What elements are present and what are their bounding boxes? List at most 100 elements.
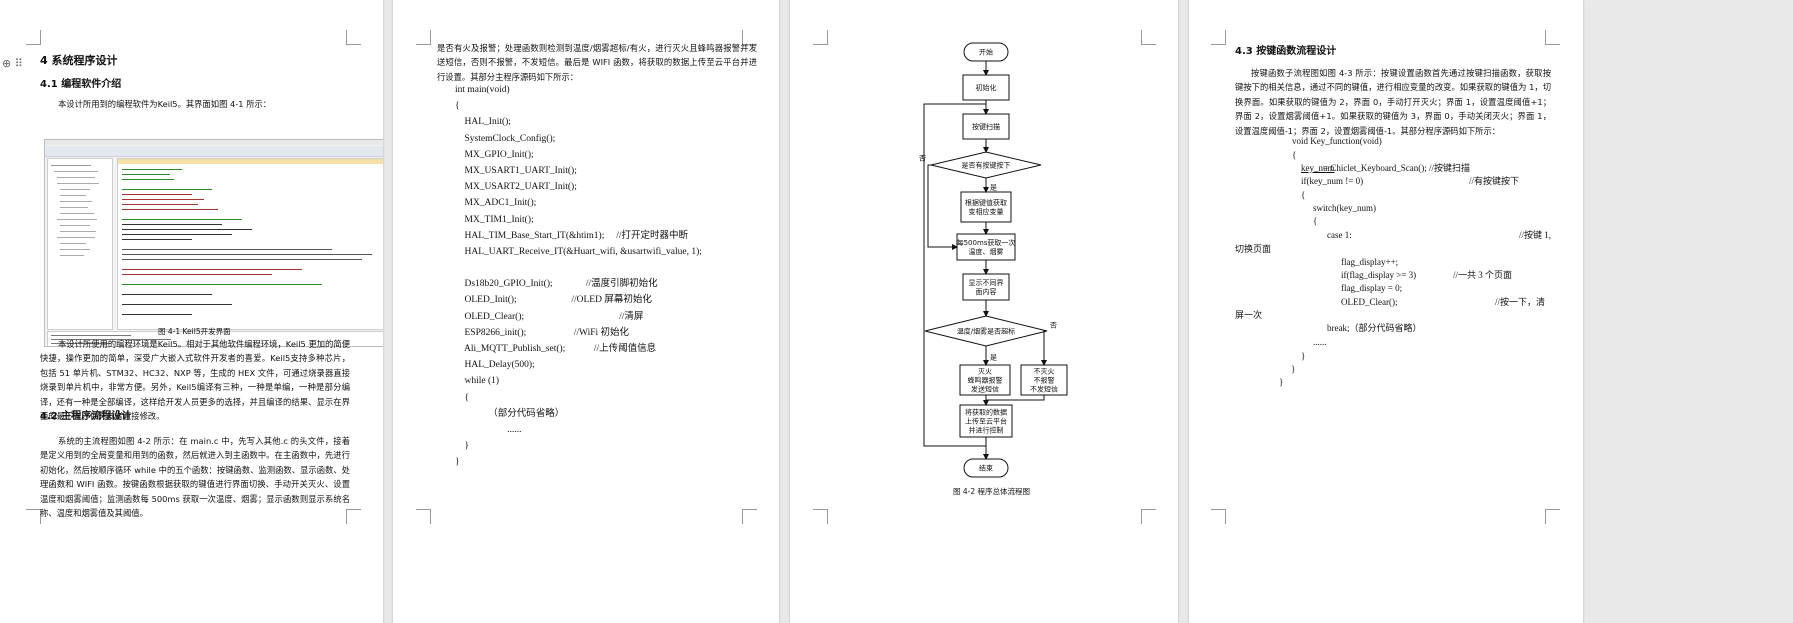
code-line: MX_USART1_UART_Init(); bbox=[455, 165, 577, 176]
margin-mark bbox=[416, 509, 431, 524]
paragraph: 是否有火及报警；处理函数则检测到温度/烟雾超标/有火，进行灭火且蜂鸣器报警并发送… bbox=[437, 43, 757, 82]
flow-no-label: 否 bbox=[919, 155, 926, 163]
alarm-box bbox=[959, 364, 1011, 396]
code-line: HAL_Init(); bbox=[455, 117, 511, 128]
margin-mark bbox=[1545, 509, 1560, 524]
flow-init-label: 初始化 bbox=[976, 83, 997, 92]
display-box bbox=[962, 273, 1010, 301]
flow-upload-label: 将获取的数据 bbox=[965, 408, 1007, 417]
margin-mark bbox=[26, 30, 41, 45]
code-line: break;（部分代码省略） bbox=[1327, 323, 1422, 333]
code-line: { bbox=[455, 101, 460, 112]
code-line: MX_USART2_UART_Init(); bbox=[455, 182, 577, 193]
code-comment: //一共 3 个页面 bbox=[1453, 270, 1513, 280]
code-line: { bbox=[455, 392, 470, 403]
code-line: Ali_MQTT_Publish_set(); //上传阈值信息 bbox=[455, 344, 657, 354]
code-line: if(flag_display >= 3) bbox=[1341, 270, 1417, 280]
flow-normal-label: 不灭火 bbox=[1034, 368, 1055, 376]
code-comment: 屏一次 bbox=[1235, 310, 1263, 320]
code-line: HAL_UART_Receive_IT(&Huart_wifi, &usartw… bbox=[455, 246, 702, 257]
section-heading-4-2: 4.2 主程序流程设计 bbox=[40, 411, 132, 422]
flow-sample-label: 每500ms获取一次 bbox=[957, 238, 1016, 247]
flow-scan-label: 按键扫描 bbox=[972, 122, 1000, 131]
margin-mark bbox=[1141, 30, 1156, 45]
code-line: HAL_TIM_Base_Start_IT(&htim1); //打开定时器中断 bbox=[455, 230, 689, 241]
code-line: SystemClock_Config(); bbox=[455, 133, 556, 144]
margin-mark bbox=[346, 30, 361, 45]
code-line: MX_TIM1_Init(); bbox=[455, 214, 534, 225]
code-line: { bbox=[1292, 150, 1297, 160]
code-line: } bbox=[1291, 364, 1296, 374]
flow-display-label: 面内容 bbox=[976, 287, 997, 296]
flow-upload-label: 并进行控制 bbox=[969, 426, 1004, 435]
margin-mark bbox=[742, 509, 757, 524]
margin-mark bbox=[813, 30, 828, 45]
code-line: { bbox=[1301, 190, 1306, 200]
upload-box bbox=[959, 404, 1013, 438]
code-block-main: int main(void) { HAL_Init(); SystemClock_… bbox=[455, 82, 702, 471]
code-line: OLED_Clear(); //清屏 bbox=[455, 311, 644, 322]
code-line: Ds18b20_GPIO_Init(); //温度引脚初始化 bbox=[455, 279, 658, 290]
margin-mark bbox=[26, 509, 41, 524]
code-line: } bbox=[455, 457, 460, 468]
margin-mark bbox=[416, 30, 431, 45]
figure-caption: 图 4-2 程序总体流程图 bbox=[953, 487, 1031, 496]
section-heading-4-3: 4.3 按键函数流程设计 bbox=[1235, 46, 1337, 57]
flow-normal-label: 不发短信 bbox=[1030, 385, 1058, 394]
drag-handle-icon[interactable]: ⊕ ⠿ bbox=[2, 57, 23, 70]
flow-upload-label: 上传至云平台 bbox=[965, 417, 1007, 426]
paragraph: 本设计所用到的编程软件为Keil5。其界面如图 4-1 所示： bbox=[58, 99, 272, 109]
code-line: if(key_num != 0) bbox=[1301, 176, 1364, 186]
margin-mark bbox=[1141, 509, 1156, 524]
code-line: } bbox=[1301, 351, 1306, 361]
section-heading-4-1: 4.1 编程软件介绍 bbox=[40, 79, 122, 90]
code-line: ...... bbox=[455, 424, 522, 435]
flow-yes-label: 是 bbox=[990, 184, 997, 192]
margin-mark bbox=[346, 509, 361, 524]
code-line: flag_display = 0; bbox=[1341, 283, 1403, 293]
flow-decision-label: 是否有按键按下 bbox=[962, 161, 1011, 170]
figure-caption: 图 4-1 Keil5开发界面 bbox=[158, 327, 231, 336]
paragraph: 系统的主流程图如图 4-2 所示：在 main.c 中，先写入其他.c 的头文件… bbox=[40, 436, 350, 519]
code-line: { bbox=[1313, 216, 1318, 226]
code-comment: //有按键按下 bbox=[1469, 176, 1520, 186]
code-line: ESP8266_init(); //WiFi 初始化 bbox=[455, 327, 630, 338]
flow-no-label: 否 bbox=[1050, 322, 1057, 330]
code-line: MX_GPIO_Init(); bbox=[455, 149, 534, 160]
code-line: } bbox=[1279, 377, 1284, 387]
code-line: flag_display++; bbox=[1341, 257, 1399, 267]
code-line: OLED_Init(); //OLED 屏幕初始化 bbox=[455, 295, 652, 306]
code-line: void Key_function(void) bbox=[1292, 136, 1382, 146]
code-line: int main(void) bbox=[455, 85, 510, 95]
document-page-1: ⊕ ⠿ 4 系统程序设计 4.1 编程软件介绍 本设计所用到的编程软件为Keil… bbox=[0, 0, 383, 623]
code-comment: 切换页面 bbox=[1235, 244, 1272, 254]
margin-mark bbox=[1545, 30, 1560, 45]
margin-mark bbox=[1211, 30, 1226, 45]
keil5-screenshot-image bbox=[44, 139, 383, 347]
code-line: key_num bbox=[1301, 163, 1335, 173]
code-line: while (1) bbox=[455, 376, 500, 387]
code-comment: //按键 1, bbox=[1519, 230, 1552, 240]
key-process-box bbox=[960, 191, 1012, 223]
document-page-4: 4.3 按键函数流程设计 按键函数子流程图如图 4-3 所示：按键设置函数首先通… bbox=[1189, 0, 1583, 623]
code-line bbox=[455, 260, 702, 276]
code-line: OLED_Clear(); bbox=[1341, 297, 1398, 307]
flow-start-label: 开始 bbox=[979, 48, 993, 57]
paragraph: 本设计所使用的编程环境是Keil5。相对于其他软件编程环境，Keil5 更加的简… bbox=[40, 339, 350, 422]
code-line: MX_ADC1_Init(); bbox=[455, 198, 537, 209]
code-line: case 1: bbox=[1327, 230, 1352, 240]
document-page-2: 是否有火及报警；处理函数则检测到温度/烟雾超标/有火，进行灭火且蜂鸣器报警并发送… bbox=[393, 0, 779, 623]
flow-alarm-label: 蜂鸣器报警 bbox=[968, 376, 1003, 385]
flow-key-process-label: 变相应变量 bbox=[969, 207, 1004, 216]
code-line: } bbox=[455, 441, 470, 452]
margin-mark bbox=[1211, 509, 1226, 524]
flowchart: 开始初始化按键扫描是否有按键按下是否根据键值获取变相应变量每500ms获取一次温… bbox=[919, 42, 1068, 478]
margin-mark bbox=[813, 509, 828, 524]
code-line: HAL_Delay(500); bbox=[455, 360, 535, 371]
flow-normal-label: 不报警 bbox=[1034, 376, 1055, 385]
normal-box bbox=[1020, 364, 1068, 396]
code-line: ...... bbox=[1313, 337, 1327, 347]
code-comment: //按一下，清 bbox=[1495, 297, 1546, 307]
document-page-3: 开始初始化按键扫描是否有按键按下是否根据键值获取变相应变量每500ms获取一次温… bbox=[790, 0, 1178, 623]
flow-yes-label: 是 bbox=[990, 354, 997, 362]
